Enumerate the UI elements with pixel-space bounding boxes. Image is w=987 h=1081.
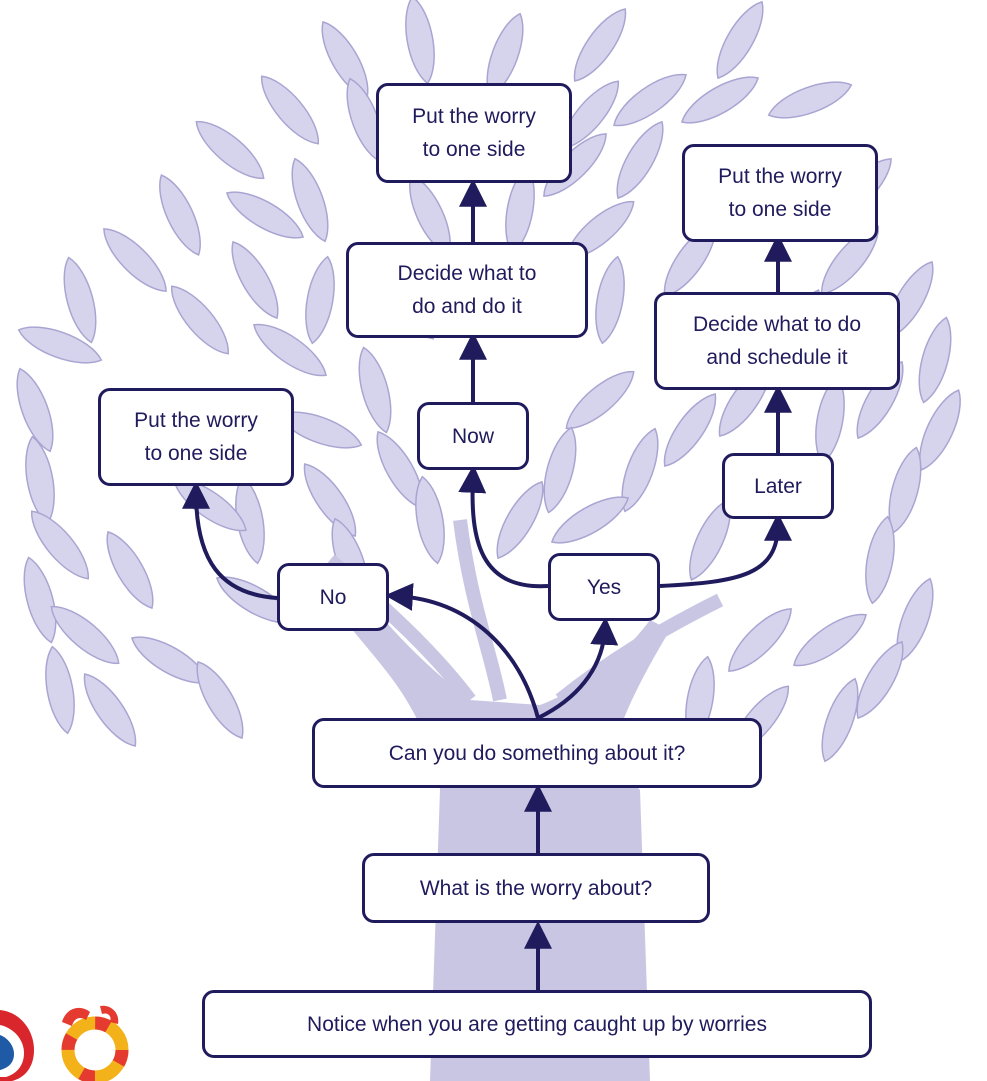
decide-now-label: Decide what to do and do it [397, 262, 537, 318]
put-right-box: Put the worry to one side [682, 144, 878, 242]
leaf [260, 75, 320, 145]
decide-later-box: Decide what to do and schedule it [654, 292, 900, 390]
what-box: What is the worry about? [362, 853, 710, 923]
leaf [616, 120, 664, 200]
logos-group [0, 1005, 129, 1081]
leaf [63, 256, 97, 344]
leaf [106, 530, 154, 610]
leaf [716, 0, 764, 80]
leaf [16, 367, 54, 453]
leaf [196, 660, 244, 740]
leaf [821, 677, 859, 763]
later-label: Later [754, 474, 802, 498]
leaf [405, 0, 435, 85]
leaf [728, 608, 792, 672]
leaf [496, 480, 544, 560]
notice-label: Notice when you are getting caught up by… [307, 1012, 767, 1036]
arrow-no-to-put-left [182, 480, 278, 600]
leaf [45, 645, 75, 735]
tree-trunk [330, 590, 670, 1081]
put-left-label: Put the worry to one side [134, 409, 258, 465]
leaf [235, 475, 265, 565]
leaf [543, 426, 577, 514]
now-box: Now [417, 402, 529, 470]
leaf [565, 370, 635, 430]
leaf [621, 427, 659, 513]
leaf [865, 515, 895, 605]
arrow-yes-to-now [458, 464, 549, 589]
can-box: Can you do something about it? [312, 718, 762, 788]
leaf [277, 411, 363, 449]
leaf [303, 463, 357, 537]
leaf [613, 73, 687, 127]
what-label: What is the worry about? [419, 876, 653, 900]
can-label: Can you do something about it? [388, 741, 686, 765]
leaf [231, 240, 279, 320]
leaf [767, 81, 853, 119]
tree-branch-right [555, 593, 724, 706]
arrow-yes-to-later [659, 512, 792, 588]
partial-logo-icon [0, 1010, 34, 1081]
arrow-can-to-yes [537, 616, 619, 720]
leaf [793, 613, 867, 667]
later-box: Later [722, 453, 834, 519]
put-top-box: Put the worry to one side [376, 83, 572, 183]
leaf [291, 157, 329, 243]
leaf [17, 326, 103, 364]
put-top-label: Put the worry to one side [412, 105, 536, 161]
leaf [253, 323, 327, 377]
yes-label: Yes [586, 575, 622, 599]
leaf [689, 499, 731, 581]
no-label: No [319, 585, 347, 609]
leaf [415, 475, 445, 565]
arrow-can-to-no [384, 582, 540, 719]
put-left-box: Put the worry to one side [98, 388, 294, 486]
leaf [103, 228, 167, 292]
trunk-group [325, 519, 724, 1081]
connectors-group [182, 178, 792, 990]
leaf [170, 285, 230, 355]
leaf [195, 120, 265, 180]
leaf [225, 191, 305, 239]
notice-box: Notice when you are getting caught up by… [202, 990, 872, 1058]
decide-now-box: Decide what to do and do it [346, 242, 588, 338]
leaf [50, 605, 120, 665]
leaf [83, 673, 137, 747]
leaf [358, 346, 392, 434]
tree-branch-center [453, 519, 507, 702]
no-box: No [277, 563, 389, 631]
leaf [918, 316, 952, 404]
leaf [573, 8, 627, 82]
leaf [856, 640, 904, 720]
leaf [663, 393, 717, 467]
leaf [30, 510, 90, 580]
leaf [680, 76, 760, 124]
leaf [595, 255, 625, 345]
put-right-label: Put the worry to one side [718, 165, 842, 221]
leaf [159, 174, 201, 256]
now-label: Now [451, 424, 494, 448]
leaf [321, 20, 369, 100]
leaf [305, 255, 335, 345]
leaf [23, 556, 57, 644]
leaf [25, 435, 55, 525]
leaf [550, 496, 630, 544]
yes-box: Yes [548, 553, 660, 621]
decide-later-label: Decide what to do and schedule it [692, 313, 862, 369]
lifebuoy-phone-icon [61, 1005, 129, 1081]
